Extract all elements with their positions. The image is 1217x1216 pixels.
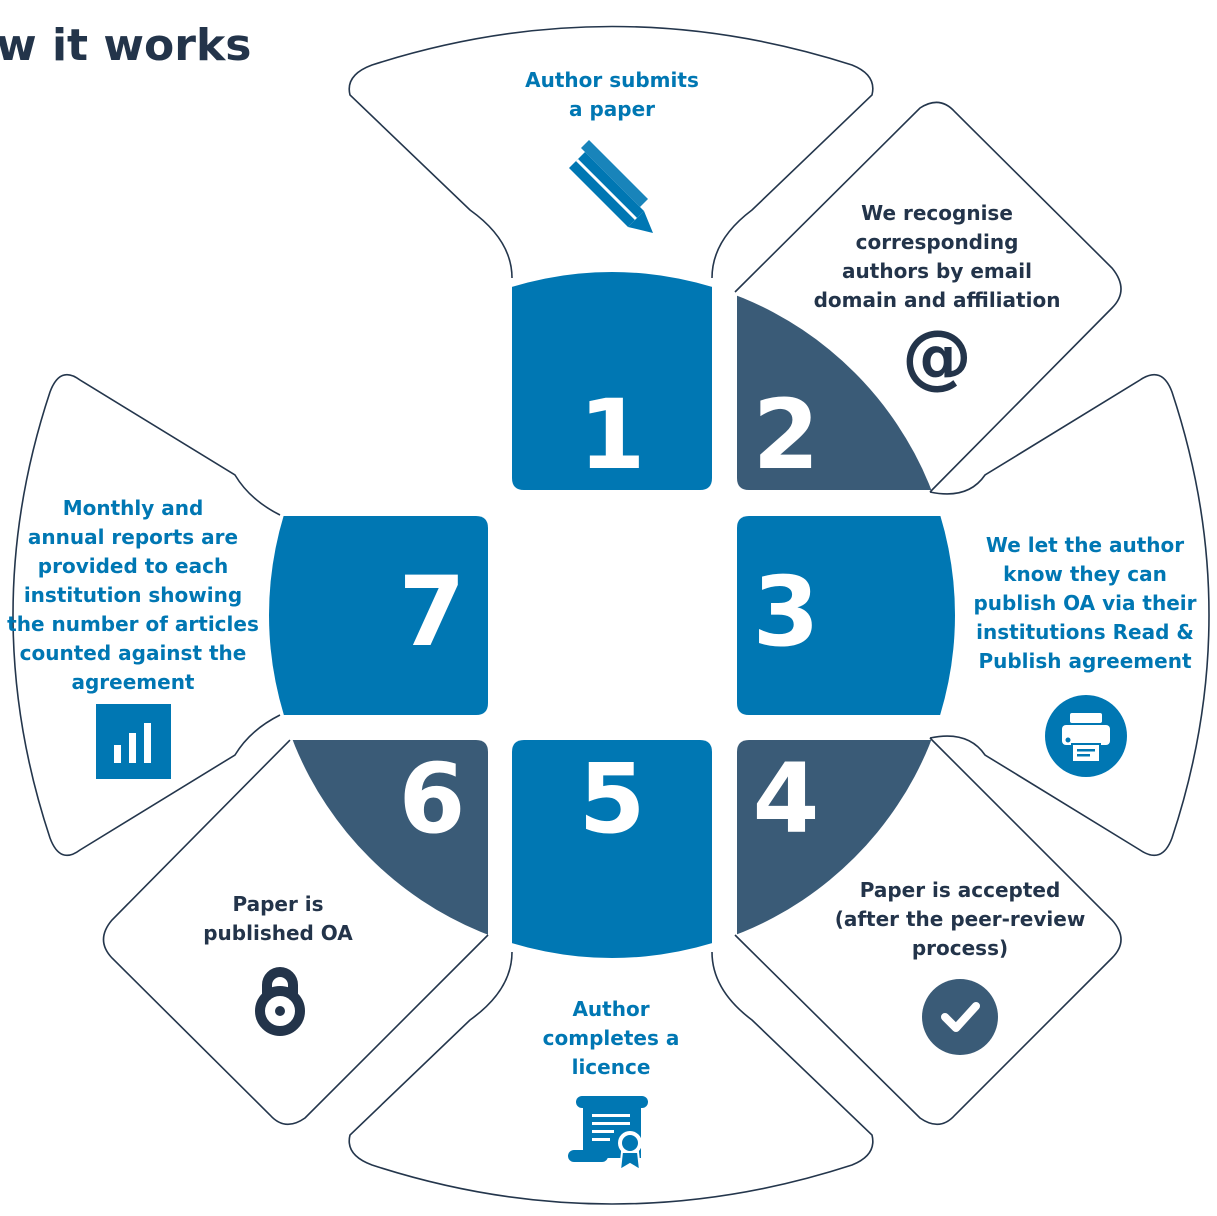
- step-3-label: We let the author know they can publish …: [973, 533, 1196, 673]
- petal-3-outline: [929, 373, 1210, 857]
- petal-6-outline: [102, 739, 489, 1126]
- svg-text:We recognise: We recognise: [861, 201, 1013, 225]
- svg-text:Author: Author: [572, 997, 649, 1021]
- svg-text:domain and affiliation: domain and affiliation: [814, 288, 1061, 312]
- step-4-label: Paper is accepted (after the peer-review…: [835, 878, 1086, 960]
- svg-text:We let the author: We let the author: [986, 533, 1184, 557]
- svg-text:a paper: a paper: [569, 97, 655, 121]
- svg-text:the number of articles: the number of articles: [7, 612, 259, 636]
- bar-chart-icon: [96, 704, 171, 779]
- open-access-lock-icon: [255, 967, 305, 1036]
- step-5-label: Author completes a licence: [543, 997, 680, 1079]
- svg-text:know they can: know they can: [1003, 562, 1167, 586]
- step-2-number: 2: [753, 379, 820, 491]
- at-sign-icon: @: [902, 315, 972, 397]
- svg-text:Paper is accepted: Paper is accepted: [860, 878, 1061, 902]
- svg-text:provided to each: provided to each: [38, 554, 228, 578]
- svg-text:institutions Read &: institutions Read &: [976, 620, 1194, 644]
- petal-7-outline: [12, 373, 281, 857]
- step-6-number: 6: [399, 743, 466, 855]
- petal-outlines: [12, 25, 1210, 1205]
- checkmark-icon: [922, 979, 998, 1055]
- step-7-label: Monthly and annual reports are provided …: [7, 496, 259, 694]
- svg-text:annual reports are: annual reports are: [28, 525, 238, 549]
- svg-text:authors by email: authors by email: [842, 259, 1032, 283]
- step-1-label: Author submits a paper: [525, 68, 699, 121]
- block-3: [737, 516, 955, 715]
- svg-text:agreement: agreement: [71, 670, 194, 694]
- block-5: [512, 740, 712, 958]
- svg-text:published OA: published OA: [203, 921, 353, 945]
- page-title: w it works: [0, 20, 251, 71]
- svg-text:licence: licence: [572, 1055, 651, 1079]
- svg-text:corresponding: corresponding: [856, 230, 1019, 254]
- step-2-label: We recognise corresponding authors by em…: [814, 201, 1061, 312]
- svg-text:Paper is: Paper is: [232, 892, 323, 916]
- svg-text:Monthly and: Monthly and: [63, 496, 204, 520]
- petal-1-outline: [348, 25, 874, 279]
- svg-text:counted against the: counted against the: [20, 641, 247, 665]
- pencil-icon: [569, 140, 653, 233]
- svg-text:Author submits: Author submits: [525, 68, 699, 92]
- step-7-number: 7: [399, 556, 466, 668]
- petal-4-outline: [734, 737, 1122, 1126]
- svg-text:Publish agreement: Publish agreement: [978, 649, 1191, 673]
- step-3-number: 3: [753, 556, 820, 668]
- printer-icon: [1045, 695, 1127, 777]
- svg-text:completes a: completes a: [543, 1026, 680, 1050]
- step-4-number: 4: [753, 743, 820, 855]
- step-6-label: Paper is published OA: [203, 892, 353, 945]
- certificate-icon: [568, 1096, 648, 1172]
- petal-5-outline: [348, 951, 874, 1205]
- svg-text:process): process): [912, 936, 1008, 960]
- svg-text:(after the peer-review: (after the peer-review: [835, 907, 1086, 931]
- step-1-number: 1: [579, 379, 646, 491]
- svg-text:institution showing: institution showing: [24, 583, 242, 607]
- svg-text:publish OA via their: publish OA via their: [973, 591, 1196, 615]
- petal-2-outline: [734, 101, 1122, 493]
- step-5-number: 5: [579, 743, 646, 855]
